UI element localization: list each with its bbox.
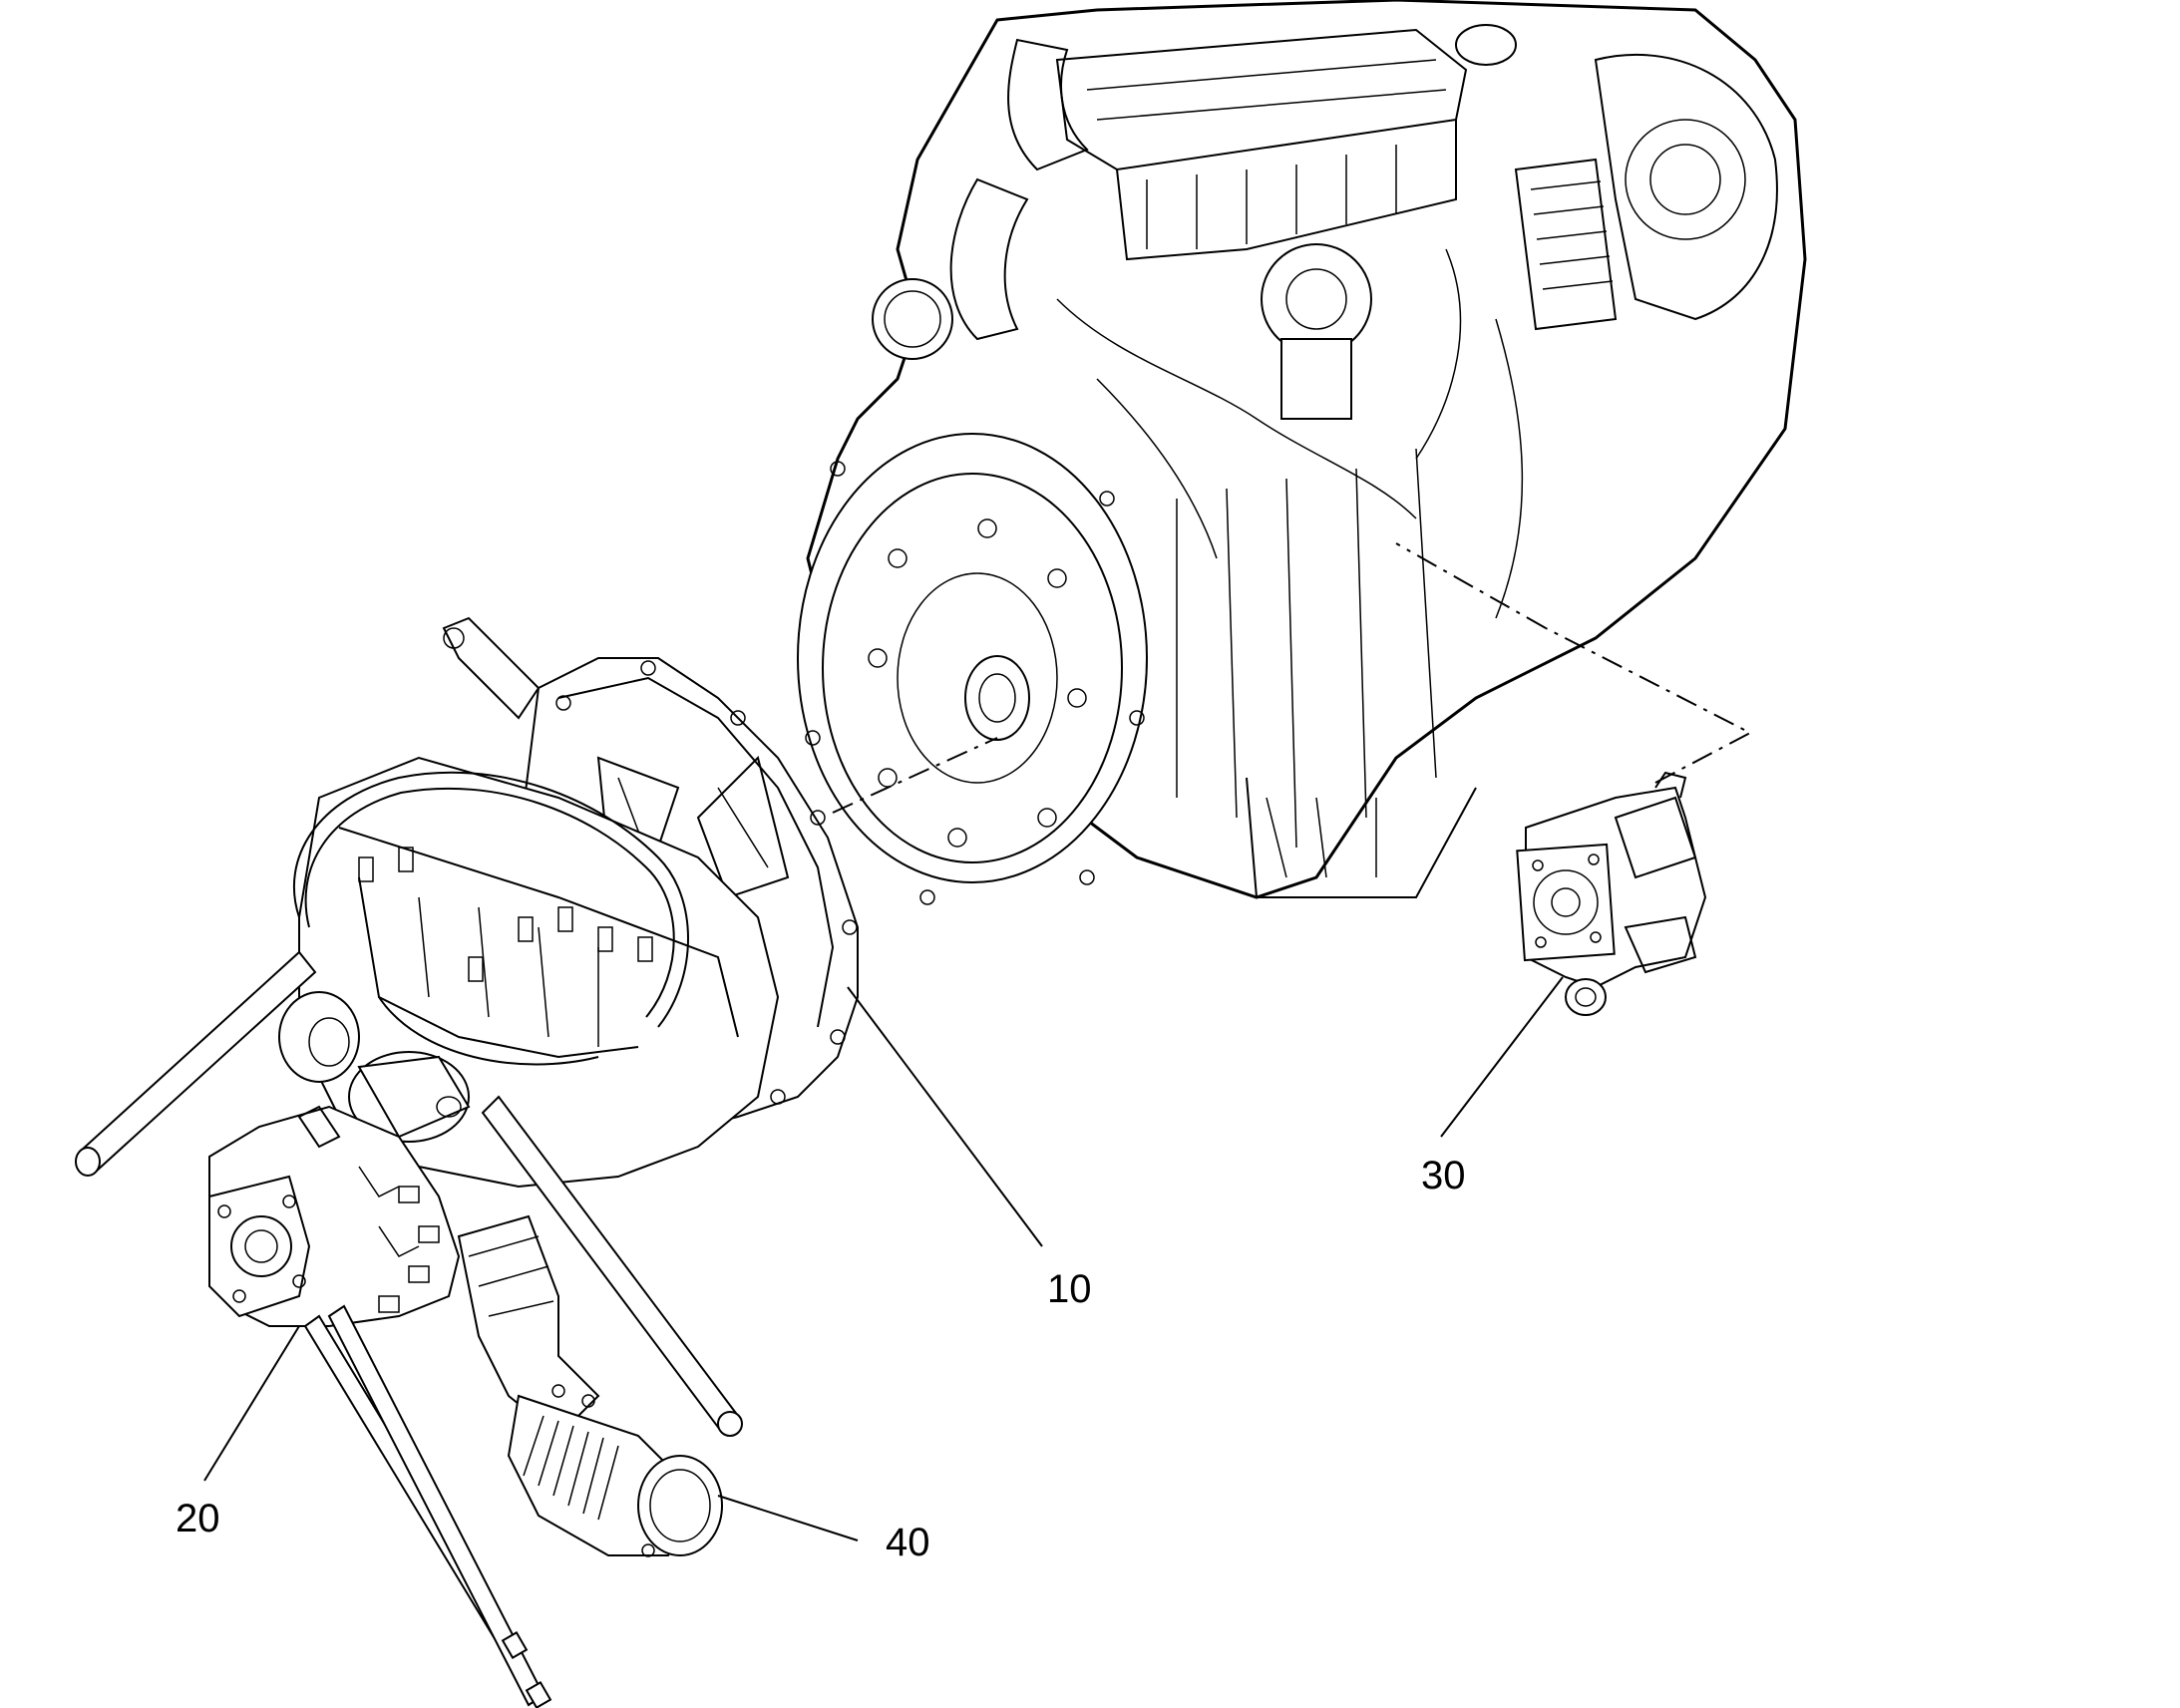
assembly-lines (832, 542, 1753, 814)
callout-30: 30 (1421, 1154, 1466, 1197)
hydraulic-pump-20 (208, 1105, 552, 1708)
callout-40: 40 (886, 1521, 930, 1564)
auxiliary-pump-30 (1516, 771, 1707, 1016)
engine-block (797, 0, 1807, 905)
callout-20: 20 (176, 1497, 220, 1540)
leader-lines (203, 976, 1564, 1541)
transmission-assembly-10 (75, 616, 859, 1437)
exhaust-pipe-40 (457, 1214, 723, 1557)
callout-10: 10 (1047, 1267, 1092, 1311)
